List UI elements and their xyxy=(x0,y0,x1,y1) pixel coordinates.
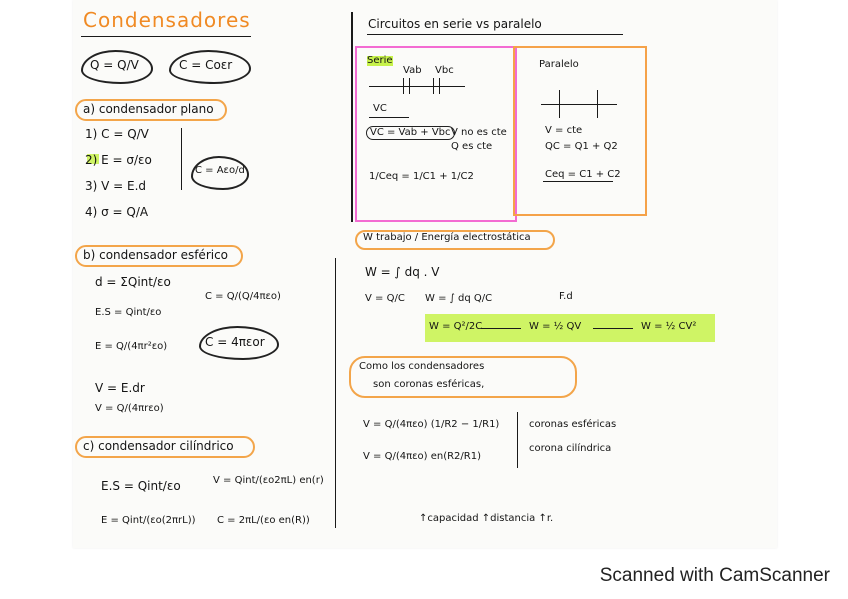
paralelo-label: Paralelo xyxy=(539,59,579,70)
formula-b7: V = Q/(4πrεo) xyxy=(95,403,164,414)
serie-vc-arrow xyxy=(369,117,409,118)
como-subtitle: son coronas esféricas, xyxy=(373,379,485,390)
serie-vab: Vab xyxy=(403,65,422,76)
formula-a2: 2) E = σ/εo xyxy=(85,153,152,167)
section-a-highlight xyxy=(75,99,227,121)
paralelo-ceq-underline xyxy=(543,181,613,182)
formula-c4: C = 2πL/(εo en(R)) xyxy=(217,515,310,526)
serie-cap-plate-2 xyxy=(409,78,410,94)
paralelo-ceq: Ceq = C1 + C2 xyxy=(545,169,621,180)
formula-w3: W = ∫ dq Q/C xyxy=(425,293,493,304)
serie-cap-plate-4 xyxy=(439,78,440,94)
energy-highlight xyxy=(425,314,715,342)
serie-box xyxy=(355,46,517,222)
formula-a-result: C = Aεo/d xyxy=(195,165,245,176)
como-highlight xyxy=(349,356,577,398)
formula-a3: 3) V = E.d xyxy=(85,179,147,193)
serie-vc: VC xyxy=(373,103,387,114)
serie-cap-plate-1 xyxy=(403,78,404,94)
page-title: Condensadores xyxy=(83,8,251,32)
brace-v xyxy=(517,412,518,468)
formula-b1: d = ΣQint/εo xyxy=(95,275,171,289)
arrow-1 xyxy=(481,328,521,329)
column-divider xyxy=(351,12,353,222)
big-brace xyxy=(335,258,336,528)
paralelo-wire xyxy=(541,104,617,105)
serie-cap-plate-3 xyxy=(433,78,434,94)
formula-w5: W = Q²/2C xyxy=(429,321,483,332)
bracket-a xyxy=(181,128,182,190)
formula-c2: V = Qint/(εo2πL) en(r) xyxy=(213,475,324,486)
label-corona-cilindrica: corona cilíndrica xyxy=(529,443,612,454)
formula-v-esferica: V = Q/(4πεo) (1/R2 − 1/R1) xyxy=(363,419,500,430)
trabajo-highlight xyxy=(355,230,555,250)
serie-ceq: 1/Ceq = 1/C1 + 1/C2 xyxy=(369,171,474,182)
formula-c3: E = Qint/(εo(2πrL)) xyxy=(101,515,196,526)
capacity-note: ↑capacidad ↑distancia ↑r. xyxy=(419,513,554,524)
formula-b4: E = Q/(4πr²εo) xyxy=(95,341,168,352)
formula-b6: V = E.dr xyxy=(95,381,145,395)
formula-b2: E.S = Qint/εo xyxy=(95,307,162,318)
formula-w2: V = Q/C xyxy=(365,293,405,304)
serie-label: Serie xyxy=(367,55,393,66)
formula-w1: W = ∫ dq . V xyxy=(365,265,440,279)
formula-a4: 4) σ = Q/A xyxy=(85,205,149,219)
formula-a1: 1) C = Q/V xyxy=(85,127,149,141)
section-c-highlight xyxy=(75,436,255,458)
label-coronas-esfericas: coronas esféricas xyxy=(529,419,617,430)
formula-cloud-2 xyxy=(169,50,251,84)
serie-sum: VC = Vab + Vbc xyxy=(366,126,455,140)
formula-c1: E.S = Qint/εo xyxy=(101,479,181,493)
section-b-highlight xyxy=(75,245,243,267)
scanned-page: Condensadores Q = Q/V C = Coεr a) conden… xyxy=(73,0,777,548)
paralelo-q: QC = Q1 + Q2 xyxy=(545,141,618,152)
paralelo-v: V = cte xyxy=(545,125,583,136)
formula-w4: F.d xyxy=(559,291,573,302)
serie-vbc: Vbc xyxy=(435,65,454,76)
formula-v-cilindrica: V = Q/(4πεo) en(R2/R1) xyxy=(363,451,481,462)
camscanner-footer: Scanned with CamScanner xyxy=(599,565,830,586)
section-b-heading: b) condensador esférico xyxy=(83,248,229,262)
green-mark xyxy=(87,154,99,164)
paralelo-branch-right xyxy=(597,90,598,118)
formula-w6: W = ½ QV xyxy=(529,321,582,332)
serie-note-q: Q es cte xyxy=(451,141,493,152)
formula-w7: W = ½ CV² xyxy=(641,321,697,332)
circuits-title: Circuitos en serie vs paralelo xyxy=(368,17,542,31)
paralelo-box xyxy=(513,46,647,216)
circuits-title-underline xyxy=(367,34,623,35)
title-underline xyxy=(81,36,251,37)
section-a-heading: a) condensador plano xyxy=(83,102,214,116)
serie-wire xyxy=(369,86,465,87)
formula-b3: C = Q/(Q/4πεo) xyxy=(205,291,281,302)
como-title: Como los condensadores xyxy=(359,361,485,372)
trabajo-title: W trabajo / Energía electrostática xyxy=(363,232,531,243)
formula-q: Q = Q/V xyxy=(90,58,139,72)
result-cloud-a xyxy=(191,156,249,190)
serie-note-v: V no es cte xyxy=(451,127,507,138)
result-cloud-b xyxy=(199,326,279,360)
section-c-heading: c) condensador cilíndrico xyxy=(83,439,234,453)
formula-c: C = Coεr xyxy=(179,58,233,72)
formula-cloud-1 xyxy=(81,50,153,84)
paralelo-branch-left xyxy=(559,90,560,118)
formula-b5: C = 4πεor xyxy=(205,335,265,349)
arrow-2 xyxy=(593,328,633,329)
